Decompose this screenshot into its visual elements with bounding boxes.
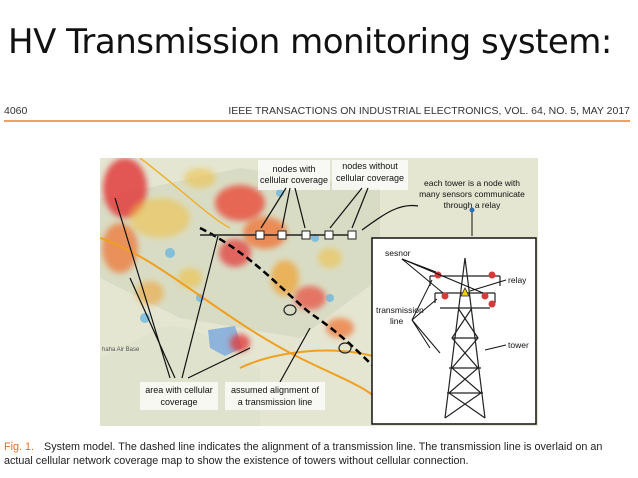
label-area-coverage-2: coverage <box>160 397 197 407</box>
caption-label: Fig. 1. <box>4 441 35 453</box>
label-assumed: assumed alignment of <box>231 385 320 395</box>
tower-marker-2 <box>338 342 352 354</box>
label-tower-node-2: many sensors communicate <box>419 189 525 199</box>
label-tower-node-3: through a relay <box>444 200 501 210</box>
label-nodes-without-2: cellular coverage <box>336 173 404 183</box>
relay-arrow <box>469 279 507 292</box>
header-rule <box>4 120 630 122</box>
label-area-coverage: area with cellular <box>145 385 213 395</box>
sensor-arrows <box>401 258 484 294</box>
slide-title: HV Transmission monitoring system: <box>8 22 612 62</box>
node-row <box>200 230 357 240</box>
tower-callout-arrow <box>361 204 419 231</box>
label-transmission: transmission <box>376 305 424 315</box>
node-arrows <box>260 187 369 229</box>
node-without-coverage <box>301 230 311 240</box>
coverage-arrows <box>114 197 251 379</box>
label-sensor: sesnor <box>385 248 411 258</box>
transmission-arrows <box>411 279 441 354</box>
road-1 <box>99 237 381 404</box>
label-assumed-2: a transmission line <box>238 397 313 407</box>
road-2 <box>239 349 381 369</box>
node-with-coverage <box>277 230 287 240</box>
tower-inset: sesnor relay transmission line tower <box>371 237 537 425</box>
figure-1: haha Air Base nodes with cellular covera… <box>99 157 538 426</box>
node-with-coverage <box>255 230 265 240</box>
coverage-heatmap <box>102 158 354 352</box>
transmission-line <box>199 226 381 374</box>
caption-text: System model. The dashed line indicates … <box>4 441 603 467</box>
tower-marker-1 <box>283 304 297 316</box>
tower-arrow <box>484 344 507 351</box>
label-nodes-with: nodes with <box>272 164 315 174</box>
label-nodes-without: nodes without <box>342 161 398 171</box>
label-tower-node-1: each tower is a node with <box>424 178 520 188</box>
journal-header: IEEE TRANSACTIONS ON INDUSTRIAL ELECTRON… <box>228 105 630 117</box>
node-without-coverage <box>324 230 334 240</box>
relay-icon <box>460 287 470 297</box>
road-3 <box>139 157 231 229</box>
label-nodes-with-2: cellular coverage <box>260 175 328 185</box>
callout-dot <box>469 207 475 213</box>
assumed-arrow <box>279 327 311 383</box>
system-model-figure: haha Air Base nodes with cellular covera… <box>99 157 538 426</box>
label-relay: relay <box>508 275 527 285</box>
figure-caption: Fig. 1.System model. The dashed line ind… <box>4 440 634 468</box>
node-without-coverage <box>347 230 357 240</box>
page-number: 4060 <box>4 105 28 117</box>
label-transmission-2: line <box>390 316 404 326</box>
label-tower: tower <box>508 340 529 350</box>
map-place-label: haha Air Base <box>102 347 140 353</box>
